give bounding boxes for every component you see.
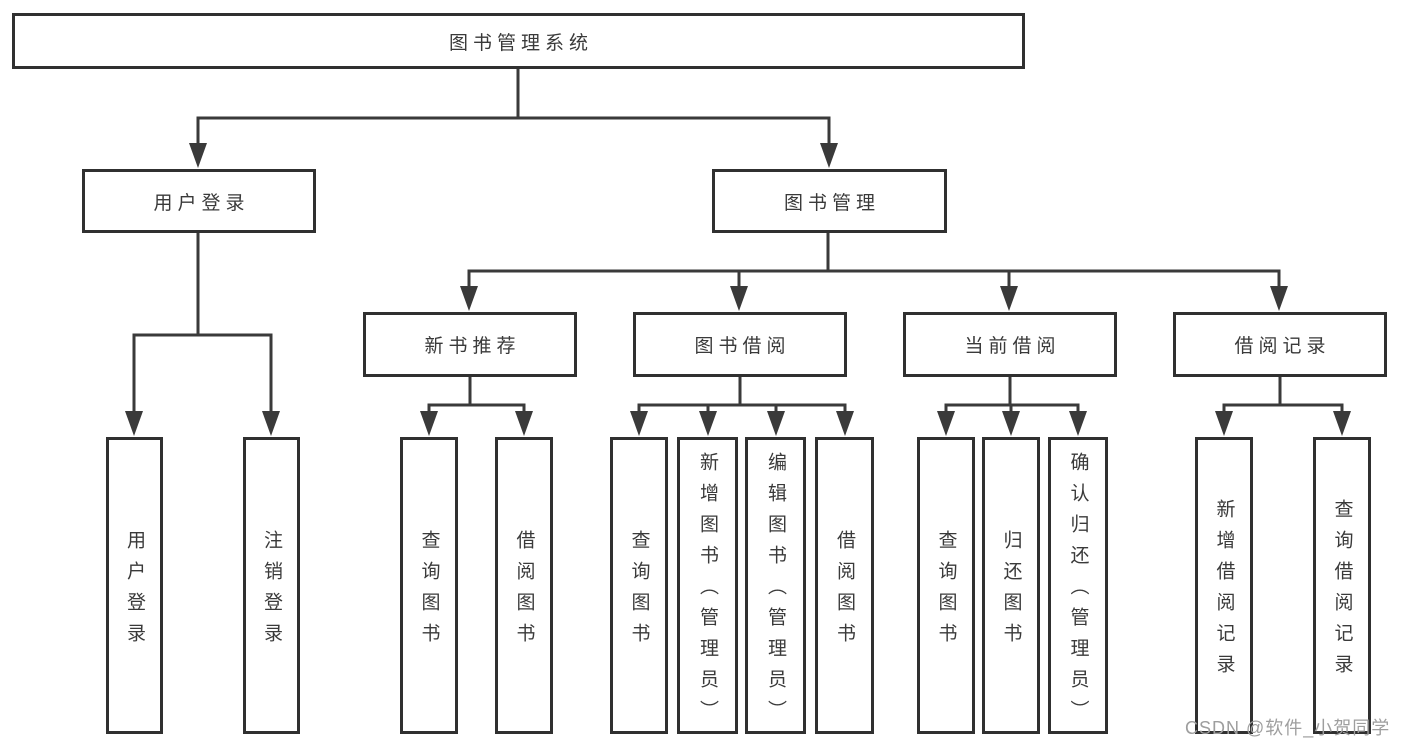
node-book-management: 图书管理 — [712, 169, 947, 233]
connector-arrowhead — [630, 411, 648, 436]
connector-arrowhead — [820, 143, 838, 168]
connector-arrowhead — [460, 286, 478, 311]
leaf-confirm-return-admin: 确认归还（管理员） — [1048, 437, 1108, 734]
connector-book-borrow-to-leaves — [630, 377, 854, 436]
connector-arrowhead — [836, 411, 854, 436]
node-system-root: 图书管理系统 — [12, 13, 1025, 69]
leaf-borrow-books: 借阅图书 — [815, 437, 874, 734]
connector-arrowhead — [420, 411, 438, 436]
leaf-edit-books-admin: 编辑图书（管理员） — [745, 437, 806, 734]
leaf-query-books-recommend: 查询图书 — [400, 437, 458, 734]
watermark: CSDN @软件_小贺同学 — [1185, 718, 1391, 738]
leaf-borrow-books-recommend: 借阅图书 — [495, 437, 553, 734]
connector-arrowhead — [767, 411, 785, 436]
connector-arrowhead — [730, 286, 748, 311]
connector-arrowhead — [937, 411, 955, 436]
connector-borrow-records-to-leaves — [1215, 377, 1351, 436]
connector-book-mgmt-to-level3 — [460, 233, 1288, 311]
leaf-query-books-borrow: 查询图书 — [610, 437, 668, 734]
connector-arrowhead — [515, 411, 533, 436]
leaf-query-borrow-record: 查询借阅记录 — [1313, 437, 1371, 734]
connector-user-login-to-leaves — [125, 233, 280, 436]
connector-arrowhead — [189, 143, 207, 168]
node-user-login: 用户登录 — [82, 169, 316, 233]
leaf-query-books-current: 查询图书 — [917, 437, 975, 734]
leaf-add-borrow-record: 新增借阅记录 — [1195, 437, 1253, 734]
connector-arrowhead — [262, 411, 280, 436]
connector-arrowhead — [1069, 411, 1087, 436]
connector-arrowhead — [125, 411, 143, 436]
leaf-user-login: 用户登录 — [106, 437, 163, 734]
connector-arrowhead — [699, 411, 717, 436]
node-book-borrow: 图书借阅 — [633, 312, 847, 377]
connector-arrowhead — [1270, 286, 1288, 311]
connector-current-borrow-to-leaves — [937, 377, 1087, 436]
connector-root-to-level2 — [189, 69, 838, 168]
connector-new-book-to-leaves — [420, 377, 533, 436]
connector-arrowhead — [1333, 411, 1351, 436]
leaf-add-books-admin: 新增图书（管理员） — [677, 437, 738, 734]
connector-arrowhead — [1000, 286, 1018, 311]
leaf-logout: 注销登录 — [243, 437, 300, 734]
leaf-return-books: 归还图书 — [982, 437, 1040, 734]
connector-arrowhead — [1002, 411, 1020, 436]
node-current-borrow: 当前借阅 — [903, 312, 1117, 377]
connector-arrowhead — [1215, 411, 1233, 436]
node-borrow-records: 借阅记录 — [1173, 312, 1387, 377]
node-new-book-recommend: 新书推荐 — [363, 312, 577, 377]
